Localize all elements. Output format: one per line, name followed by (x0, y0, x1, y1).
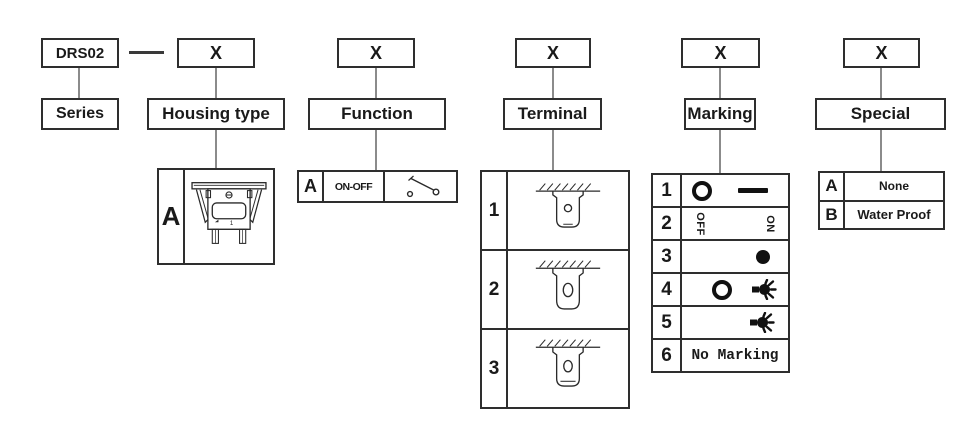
marking-option-code: 2 (653, 208, 682, 239)
on-text: ON (763, 214, 776, 233)
marking-option-code: 6 (653, 340, 682, 371)
circle-symbol-icon (692, 180, 712, 201)
terminal-label: Terminal (517, 104, 588, 123)
marking-options-table: 1 2 OFF ON 3 4 (651, 173, 790, 373)
table-row: 6 No Marking (653, 340, 788, 371)
terminal-x-label: X (546, 42, 559, 63)
table-row: 4 (653, 274, 788, 307)
table-row: 5 (653, 307, 788, 340)
table-row: 1 (482, 172, 628, 251)
special-label: Special (850, 104, 911, 123)
marking-option-code: 4 (653, 274, 682, 305)
marking-label: Marking (687, 104, 753, 123)
spst-switch-icon (385, 172, 456, 201)
function-label-box: Function (308, 98, 446, 130)
function-options-table: A ON-OFF (297, 170, 458, 203)
table-row: 3 (482, 330, 628, 407)
connector-line (375, 68, 377, 98)
series-prefix-label: DRS02 (55, 44, 105, 62)
function-label: Function (341, 104, 413, 123)
series-prefix-box: DRS02 (41, 38, 119, 68)
marking-label-box: Marking (684, 98, 756, 130)
special-x-label: X (875, 42, 888, 63)
marking-x-box: X (681, 38, 760, 68)
special-option-code: A (820, 173, 845, 200)
special-options-table: A None B Water Proof (818, 171, 945, 230)
marking-option-code: 3 (653, 241, 682, 272)
housing-options-table: A 1 (157, 168, 275, 265)
function-x-label: X (369, 42, 382, 63)
table-row: A 1 (159, 170, 273, 263)
function-option-text: ON-OFF (324, 172, 385, 201)
terminal-option-code: 3 (482, 330, 508, 407)
terminal-x-box: X (515, 38, 591, 68)
separator-dash-icon (129, 51, 164, 54)
terminal-options-table: 1 2 (480, 170, 630, 409)
connector-line (552, 68, 554, 98)
line-symbol-icon (738, 188, 768, 193)
connector-line (375, 130, 377, 170)
connector-line (78, 68, 80, 98)
table-row: A ON-OFF (299, 172, 456, 201)
connector-line (880, 68, 882, 98)
table-row: 2 (482, 251, 628, 330)
connector-line (880, 130, 882, 171)
table-row: B Water Proof (820, 201, 943, 228)
no-marking-text: No Marking (691, 347, 779, 364)
table-row: 2 OFF ON (653, 208, 788, 241)
special-x-box: X (843, 38, 920, 68)
marking-option-code: 5 (653, 307, 682, 338)
function-x-box: X (337, 38, 415, 68)
connector-line (719, 130, 721, 173)
marking-x-label: X (714, 42, 727, 63)
connector-line (215, 68, 217, 98)
terminal-option-code: 1 (482, 172, 508, 249)
special-label-box: Special (815, 98, 946, 130)
lamp-symbol-icon (750, 312, 775, 333)
rocker-switch-housing-icon: 1 (185, 170, 273, 263)
solder-tab-oval-hole-short-icon (508, 330, 628, 407)
marking-option-code: 1 (653, 175, 682, 206)
series-label-box: Series (41, 98, 119, 130)
table-row: 3 (653, 241, 788, 274)
housing-x-label: X (209, 42, 222, 63)
special-option-code: B (820, 201, 845, 228)
dot-symbol-icon (756, 249, 770, 264)
table-row: A None (820, 173, 943, 202)
lamp-symbol-icon (752, 279, 777, 300)
connector-line (719, 68, 721, 98)
terminal-option-code: 2 (482, 251, 508, 328)
connector-line (215, 130, 217, 168)
housing-option-code: A (159, 170, 185, 263)
terminal-label-box: Terminal (503, 98, 602, 130)
circle-symbol-icon (712, 279, 732, 300)
table-row: 1 (653, 175, 788, 208)
solder-tab-oval-hole-icon (508, 251, 628, 328)
connector-line (552, 130, 554, 170)
housing-x-box: X (177, 38, 255, 68)
off-text: OFF (693, 211, 706, 236)
housing-drawing-mark: 1 (230, 219, 234, 226)
special-option-text: None (879, 179, 909, 194)
housing-label-box: Housing type (147, 98, 285, 130)
special-option-text: Water Proof (857, 207, 931, 223)
function-option-code: A (299, 172, 324, 201)
series-label: Series (55, 105, 105, 122)
housing-label: Housing type (162, 104, 270, 123)
solder-tab-round-hole-icon (508, 172, 628, 249)
